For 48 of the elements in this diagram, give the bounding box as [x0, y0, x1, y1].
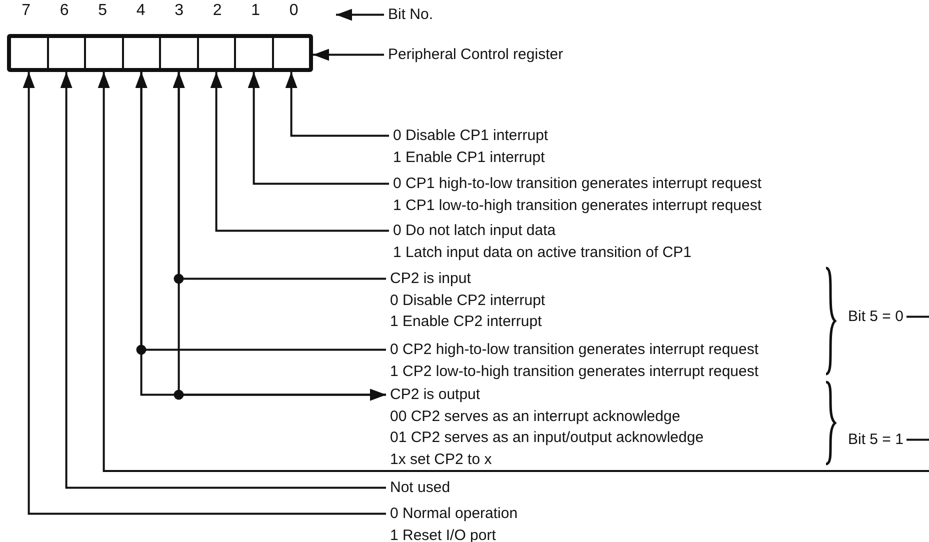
bit-description: Bit No. [388, 5, 434, 25]
bit-description: 0 Disable CP2 interrupt [390, 290, 546, 310]
register-cell [198, 37, 235, 69]
bit-description: Not used [390, 478, 450, 498]
bit-description: Bit 5 = 1 [848, 430, 904, 450]
bit-description: 00 CP2 serves as an interrupt acknowledge [390, 406, 682, 426]
arrow [98, 72, 929, 472]
arrow [60, 72, 386, 489]
bit-description: 01 CP2 serves as an input/output acknowledge [390, 428, 704, 448]
bit-description: 1 Enable CP1 interrupt [393, 148, 546, 168]
bit-description: 1 CP1 low-to-high transition generates interrupt request [393, 196, 762, 216]
bit-description: 1x set CP2 to x [390, 450, 493, 470]
bit-number: 1 [250, 2, 262, 20]
bit-number: 3 [174, 2, 185, 20]
bit-description: 0 CP1 high-to-low transition generates interrupt request [393, 174, 762, 194]
bit-number: 0 [288, 2, 300, 20]
register-cell [235, 37, 272, 69]
bit-description: 0 Do not latch input data [393, 221, 557, 241]
bit-description: 1 Enable CP2 interrupt [390, 312, 543, 332]
register-box [7, 34, 313, 72]
arrow [210, 72, 389, 232]
register-cell [48, 37, 85, 69]
register-cell [160, 37, 198, 69]
bit-description: 1 Latch input data on active transition of CP1 [393, 242, 692, 262]
register-cell [85, 37, 122, 69]
bit-description: CP2 is output [390, 385, 482, 405]
bit-description: 1 CP2 low-to-high transition generates interrupt request [390, 362, 759, 382]
bit-description: 0 Normal operation [390, 504, 518, 524]
arrow [248, 72, 389, 185]
register-cell [272, 37, 310, 69]
bit-number: 7 [20, 2, 32, 20]
register-cell [122, 37, 160, 69]
bit-number: 2 [212, 2, 223, 20]
arrow [313, 48, 384, 61]
bit-description: CP2 is input [390, 269, 472, 289]
bit-description: Bit 5 = 0 [848, 307, 904, 327]
bit-description: 0 Disable CP1 interrupt [393, 126, 548, 146]
bit-description: 0 CP2 high-to-low transition generates interrupt request [390, 340, 759, 360]
arrow [336, 8, 384, 21]
bit-description: Peripheral Control register [388, 45, 564, 65]
bit-number: 4 [135, 2, 146, 20]
arrow [285, 72, 389, 137]
bit-number: 6 [58, 2, 70, 20]
leader-line [906, 316, 929, 318]
leader-line [906, 438, 929, 441]
bit-number: 5 [97, 2, 108, 20]
register-cell [10, 37, 48, 69]
arrow [22, 72, 386, 515]
